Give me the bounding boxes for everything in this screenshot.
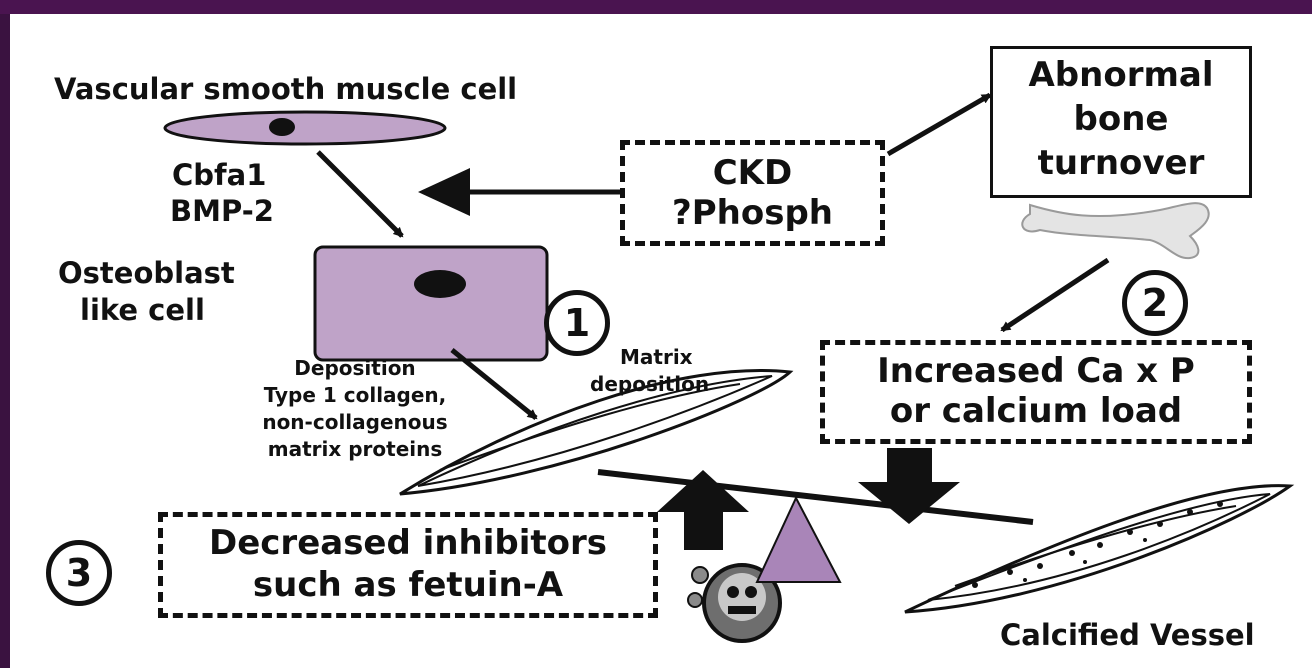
marker-1: 1 — [544, 290, 610, 356]
ckd-box-line1: CKD — [625, 155, 880, 192]
ckd-to-bone-arrow — [888, 95, 990, 154]
marker-3: 3 — [46, 540, 112, 606]
ckd-box-line2: ?Phosph — [625, 195, 880, 232]
inhibitors-box-line2: such as fetuin-A — [163, 567, 653, 604]
inhibitors-box-line1: Decreased inhibitors — [163, 525, 653, 562]
balance-lever — [598, 472, 1033, 522]
capl-box: Increased Ca x P or calcium load — [820, 340, 1252, 444]
matrix-label-line2: deposition — [590, 373, 709, 395]
calcified-vessel-shape — [905, 486, 1290, 612]
bone-box-line1: Abnormal — [993, 57, 1249, 94]
bone-box-line3: turnover — [993, 145, 1249, 182]
bmp2-label: BMP-2 — [170, 196, 274, 228]
marker-2: 2 — [1122, 270, 1188, 336]
inhibitors-box: Decreased inhibitors such as fetuin-A — [158, 512, 658, 618]
capl-box-line2: or calcium load — [825, 393, 1247, 430]
abnormal-bone-box: Abnormal bone turnover — [990, 46, 1252, 198]
osteoblast-label-line1: Osteoblast — [58, 258, 235, 290]
capl-box-line1: Increased Ca x P — [825, 353, 1247, 390]
vsmc-to-osteoblast-arrow — [318, 152, 402, 236]
vsmc-label: Vascular smooth muscle cell — [54, 74, 517, 106]
deposition-label-line3: non-collagenous — [230, 411, 480, 433]
bone-icon — [1022, 203, 1208, 258]
calcified-vessel-label: Calcified Vessel — [1000, 620, 1255, 652]
balance-fulcrum — [757, 498, 840, 582]
deposition-label-line1: Deposition — [250, 357, 460, 379]
cbfa1-label: Cbfa1 — [172, 160, 266, 192]
matrix-label-line1: Matrix — [620, 346, 693, 368]
ckd-arrowhead — [418, 168, 470, 216]
deposition-label-line4: matrix proteins — [230, 438, 480, 460]
bone-to-capl-arrow — [1002, 260, 1108, 330]
deposition-label-line2: Type 1 collagen, — [230, 384, 480, 406]
bone-box-line2: bone — [993, 101, 1249, 138]
osteoblast-cell-shape — [315, 247, 547, 360]
vsmc-cell-shape — [165, 112, 445, 144]
ckd-box: CKD ?Phosph — [620, 140, 885, 246]
osteoblast-label-line2: like cell — [80, 295, 205, 327]
